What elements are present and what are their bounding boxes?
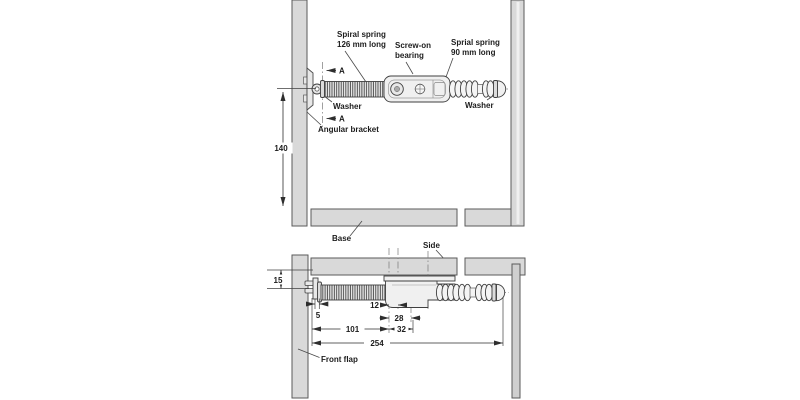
rear-panel-bar bbox=[511, 263, 521, 399]
bearing-label-line2: bearing bbox=[395, 51, 424, 60]
washer-left-part bbox=[320, 80, 325, 98]
dim-12: 12 bbox=[370, 301, 407, 310]
dim-12-value: 12 bbox=[370, 301, 379, 310]
spiral-spring-126-label-line1: Spiral spring bbox=[337, 30, 386, 39]
section-marker-bottom: A bbox=[326, 115, 345, 124]
dim-28: 28 bbox=[379, 312, 421, 323]
bearing-label-line1: Screw-on bbox=[395, 41, 431, 50]
washer-right-part bbox=[493, 80, 498, 98]
front-flap-label: Front flap bbox=[321, 355, 358, 364]
label-washer-right: Washer bbox=[465, 95, 494, 110]
angular-bracket-label: Angular bracket bbox=[318, 125, 379, 134]
flap-hook-bracket bbox=[304, 277, 322, 303]
spiral-spring-90-side bbox=[435, 283, 494, 302]
spring-90-label-line1: Sprial spring bbox=[451, 38, 500, 47]
label-washer-left: Washer bbox=[323, 95, 362, 111]
section-marker-top: A bbox=[326, 67, 345, 76]
washer-left-label: Washer bbox=[333, 102, 362, 111]
side-panel-bottom-right-piece bbox=[464, 257, 526, 276]
dim-5: 5 bbox=[306, 301, 329, 320]
dim-32-value: 32 bbox=[397, 325, 406, 334]
side-panel-left bbox=[291, 0, 308, 227]
base-panel-right-piece bbox=[464, 208, 512, 227]
spiral-spring-90 bbox=[448, 80, 495, 98]
dim-254-value: 254 bbox=[370, 339, 384, 348]
dim-140: 140 bbox=[269, 88, 316, 206]
dim-101-value: 101 bbox=[346, 325, 360, 334]
dim-5-value: 5 bbox=[316, 311, 321, 320]
spiral-spring-126 bbox=[324, 81, 387, 98]
washer-side-part bbox=[491, 283, 497, 302]
label-spiral-spring-90: Sprial spring 90 mm long bbox=[445, 38, 500, 78]
spring-end-cap bbox=[497, 80, 507, 98]
label-base: Base bbox=[332, 220, 363, 243]
label-screw-on-bearing: Screw-on bearing bbox=[395, 41, 431, 75]
spiral-spring-126-label-line2: 126 mm long bbox=[337, 40, 386, 49]
dim-28-value: 28 bbox=[395, 314, 404, 323]
dim-32: 32 bbox=[389, 323, 413, 334]
base-panel-left-piece bbox=[310, 208, 458, 227]
front-flap-panel bbox=[291, 254, 309, 399]
side-panel-bottom-left-piece bbox=[310, 257, 458, 276]
label-front-flap: Front flap bbox=[297, 348, 358, 364]
section-label-bottom: A bbox=[339, 115, 345, 124]
top-view: A A 140 Spiral spring 126 mm long Screw-… bbox=[269, 0, 525, 227]
label-angular-bracket: Angular bracket bbox=[306, 111, 379, 134]
section-label-top: A bbox=[339, 67, 345, 76]
base-label: Base bbox=[332, 234, 352, 243]
dim-15: 15 bbox=[270, 270, 286, 289]
dim-254: 254 bbox=[312, 337, 503, 348]
spring-end-cap-side bbox=[496, 283, 506, 302]
dim-101: 101 bbox=[312, 323, 389, 334]
dim-15-value: 15 bbox=[274, 276, 283, 285]
spring-90-label-line2: 90 mm long bbox=[451, 48, 496, 57]
label-spiral-spring-126: Spiral spring 126 mm long bbox=[337, 30, 386, 83]
washer-right-label: Washer bbox=[465, 101, 494, 110]
dim-140-value: 140 bbox=[274, 144, 288, 153]
spiral-spring-126-side bbox=[320, 284, 394, 301]
screw-on-bearing bbox=[383, 75, 451, 103]
bottom-view: 15 5 12 28 101 32 bbox=[267, 248, 526, 399]
side-label: Side bbox=[423, 241, 440, 250]
